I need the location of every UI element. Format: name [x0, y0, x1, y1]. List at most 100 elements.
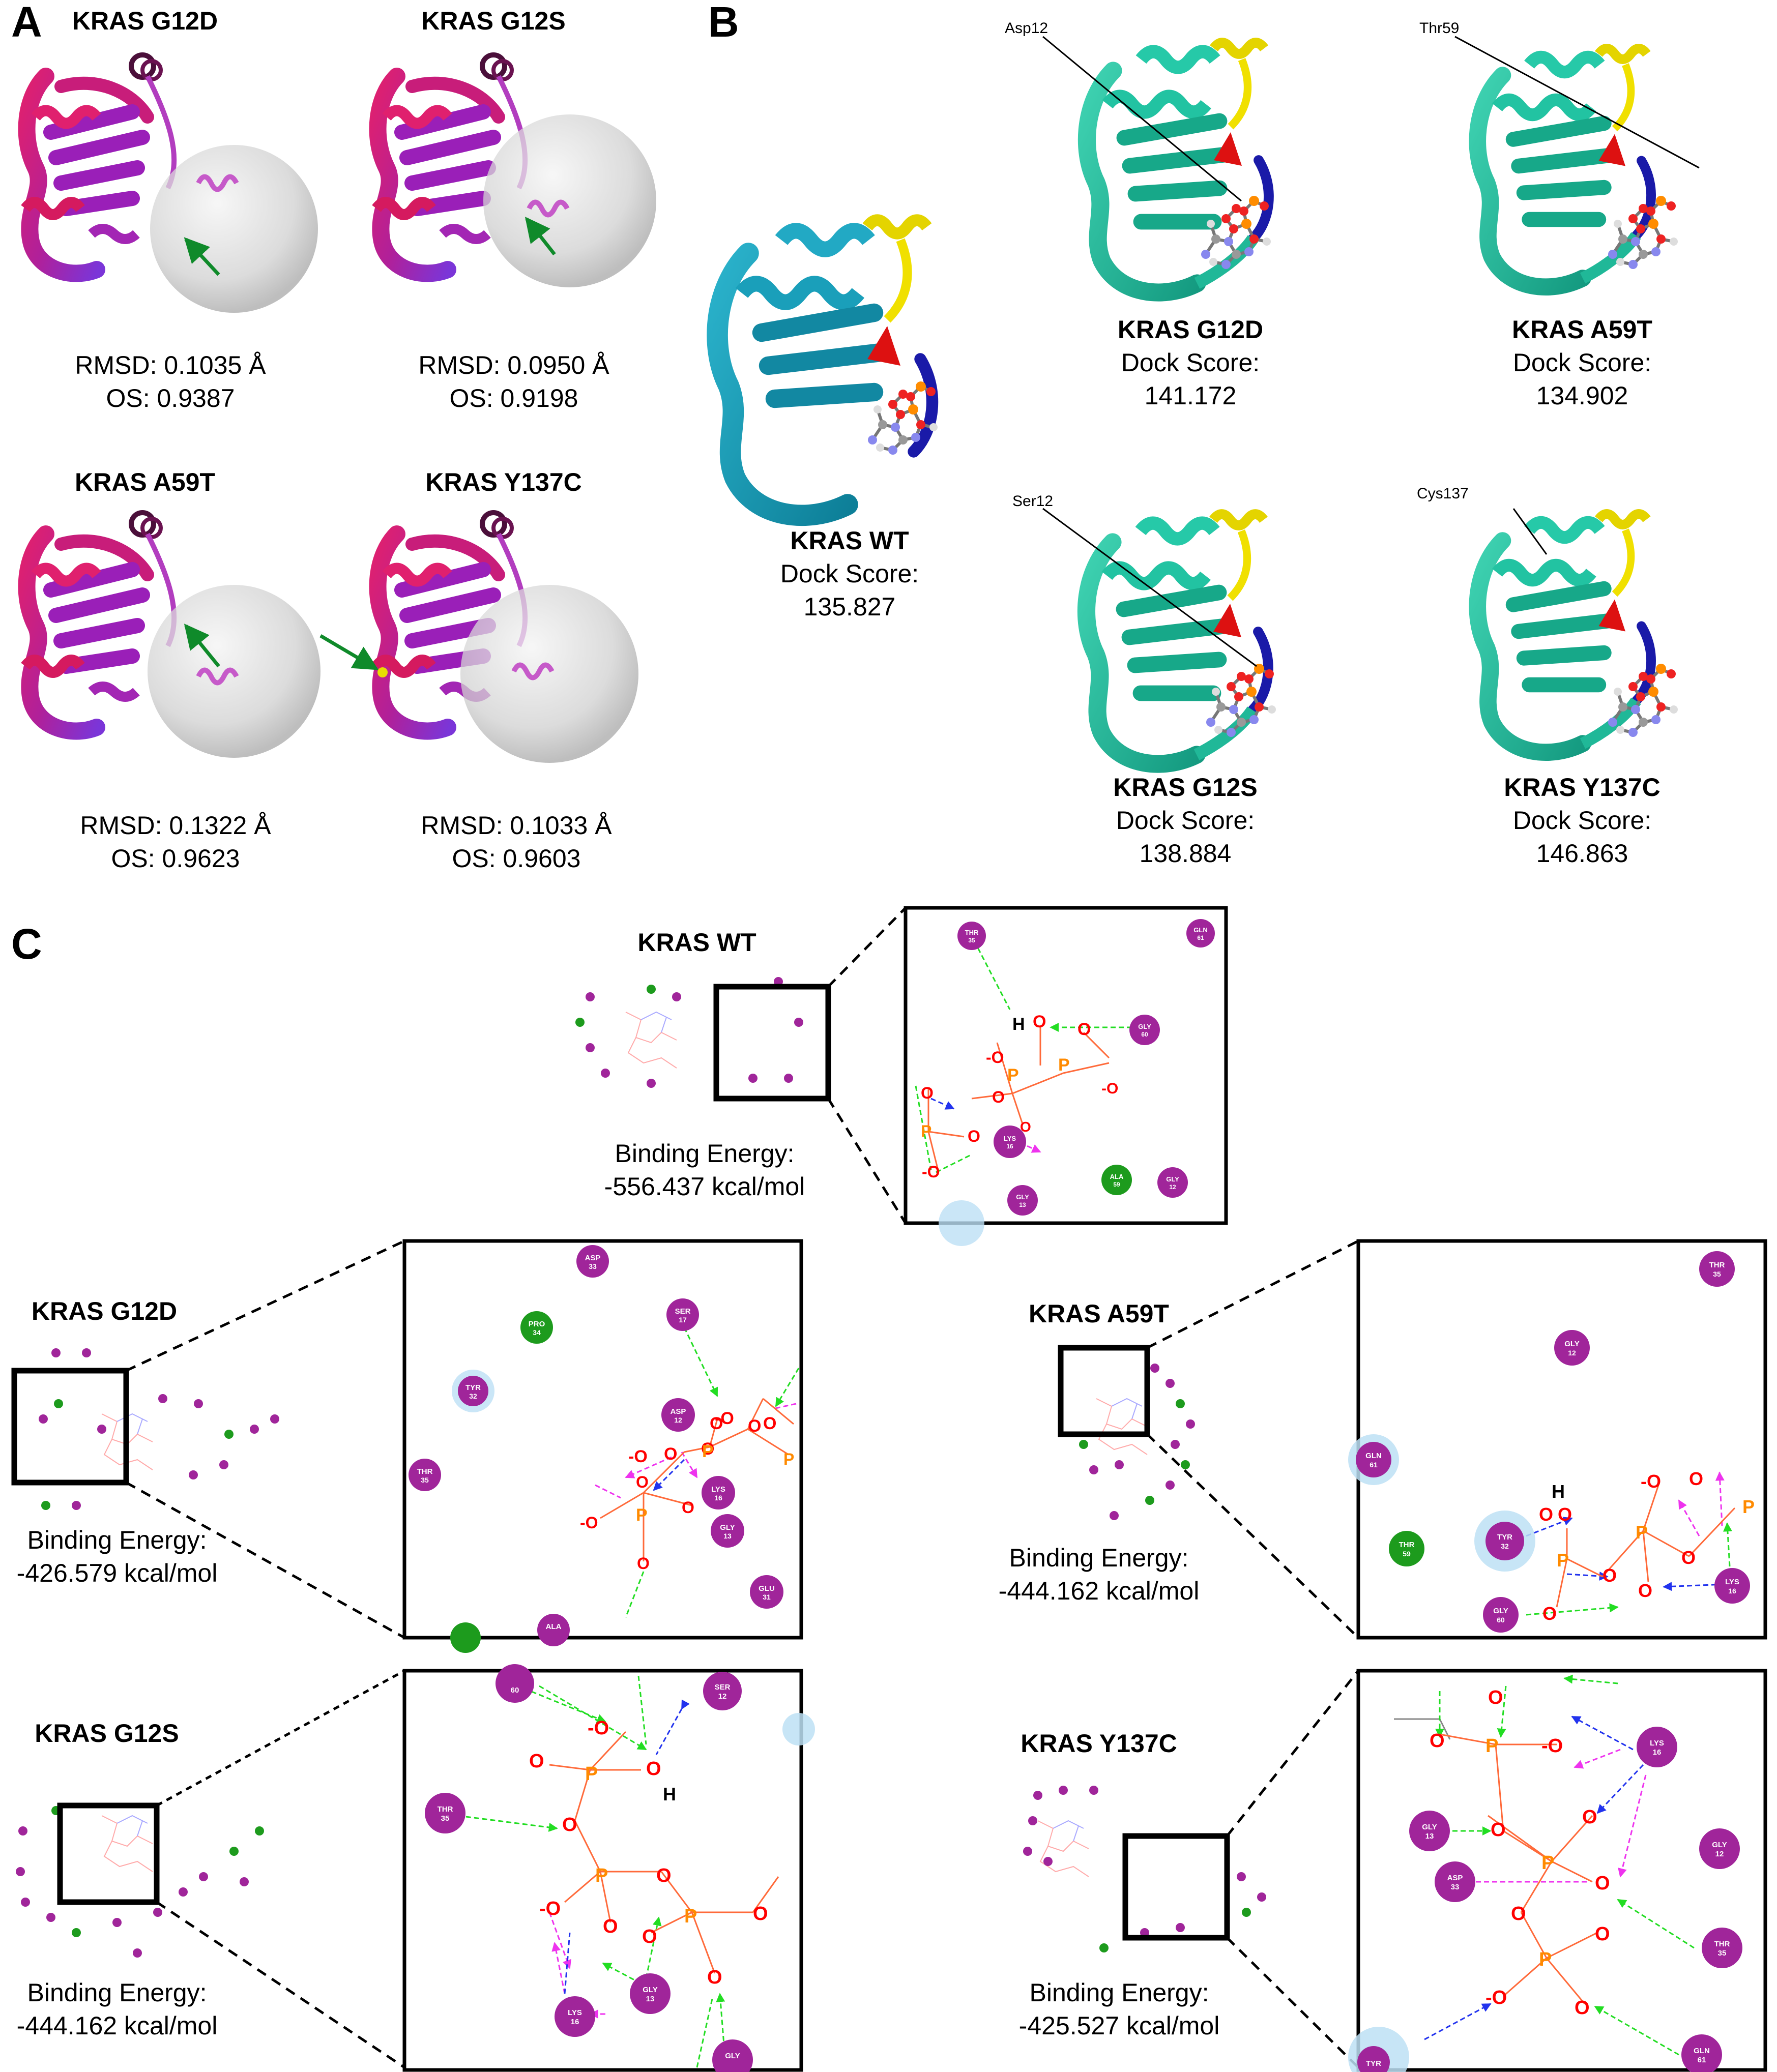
- residues: ASP 33 SER 17 PRO 34 TYR 32 ASP 12: [409, 1245, 783, 1653]
- residue-circle: [1157, 1167, 1188, 1198]
- residue-name: TYR: [1366, 2059, 1381, 2068]
- residue-name: LYS: [1650, 1739, 1664, 1748]
- phosphorus-atom: P: [1058, 1055, 1070, 1075]
- phosphorus-atom: P: [1541, 1852, 1554, 1874]
- residue-number: 16: [1006, 1143, 1013, 1150]
- phosphorus-atom: P: [1539, 1949, 1552, 1970]
- phosphorus-atom: P: [585, 1763, 598, 1785]
- residue-number: 12: [674, 1416, 682, 1424]
- residue-number: 61: [1698, 2056, 1706, 2064]
- helix-segment: [196, 174, 239, 192]
- oxygen-atom: O: [1077, 1020, 1091, 1039]
- oxygen-atom: O: [753, 1903, 768, 1925]
- protein-ribbon: [1087, 43, 1268, 292]
- residues: THR 35 GLY 12 GLN 61 TYR 32 THR 59: [1348, 1251, 1750, 1633]
- residue-name: THR: [1399, 1541, 1415, 1549]
- oxygen-atom: O: [1681, 1547, 1696, 1568]
- phosphorus-atom: P: [1007, 1065, 1019, 1085]
- residue-number: 61: [1197, 934, 1204, 941]
- phosphorus-atom: P: [921, 1122, 931, 1140]
- ligand-atoms: O P -O O O O P O O O P -O O: [1430, 1687, 1610, 2019]
- residue-name: ALA: [546, 1622, 562, 1631]
- mutation-site-label: Ser12: [1012, 493, 1053, 510]
- site-callout-line: [1512, 508, 1548, 555]
- residue-name: SER: [675, 1307, 691, 1316]
- os-value: OS: 0.9623: [111, 844, 240, 873]
- binding-site-sphere: [460, 585, 638, 763]
- ligand-bonds: [600, 1398, 794, 1561]
- residue-number: 32: [1501, 1542, 1509, 1550]
- residue-number: 16: [571, 2018, 579, 2026]
- interaction-overview: [1037, 1820, 1089, 1877]
- oxygen-atom: O: [603, 1916, 618, 1937]
- oxygen-atom: O: [642, 1926, 657, 1947]
- dock-score-label: Dock Score:: [1116, 806, 1255, 835]
- zoom-panel-g12d: O -O O O P O P -O O P -O O O O: [402, 1239, 803, 1653]
- helix-segment: [527, 199, 570, 218]
- binding-energy-label: Binding Energy:: [27, 1526, 207, 1554]
- binding-energy-value: -426.579 kcal/mol: [17, 1559, 218, 1587]
- residue-circle: [994, 1126, 1026, 1158]
- oxygen-atom: O: [992, 1088, 1005, 1106]
- residue-circle: [1186, 919, 1215, 948]
- residue-number: 35: [421, 1476, 429, 1484]
- oxygen-atom: O: [1595, 1923, 1610, 1945]
- residue-name: GLY: [725, 2052, 740, 2060]
- mutation-site-label: Thr59: [1419, 20, 1459, 37]
- residue-number: 60: [1497, 1616, 1505, 1624]
- oxygen-atom: O: [1558, 1504, 1572, 1525]
- rmsd-value: RMSD: 0.1035 Å: [75, 351, 266, 379]
- residue-name: THR: [1714, 1940, 1730, 1948]
- mutation-arrow: [319, 634, 379, 671]
- structure-title: KRAS A59T: [1512, 315, 1652, 344]
- oxygen-atom: O: [682, 1498, 694, 1517]
- residue-name: GLY: [1138, 1023, 1151, 1030]
- site-callout-line: [1454, 36, 1700, 169]
- structure-a-y137c: KRAS Y137C RMSD: 0.1033 Å OS: 0.9603: [319, 468, 638, 873]
- dock-score-label: Dock Score:: [1513, 806, 1651, 835]
- residue-name: ASP: [1447, 1874, 1463, 1882]
- panel-b: B KRAS WT Dock Score: 135.827 Asp12 KRA: [707, 0, 1700, 868]
- residue-number: 35: [441, 1814, 450, 1823]
- phosphorus-atom: P: [1636, 1522, 1648, 1543]
- structure-b-a59t: Thr59 KRAS A59T Dock Score: 134.902: [1419, 20, 1700, 410]
- protein-ribbon: [1477, 49, 1651, 287]
- residue-circle: [1129, 1015, 1160, 1045]
- rmsd-value: RMSD: 0.0950 Å: [418, 351, 609, 379]
- overview-residues: [575, 977, 803, 1088]
- zoom-connector: [1226, 1670, 1359, 1837]
- residues: THR 35 GLN 61 GLY 60 LYS 16 ALA 59 GLY: [939, 919, 1215, 1246]
- residue-name: PRO: [529, 1320, 545, 1328]
- residue-name: LYS: [568, 2008, 582, 2017]
- oxygen-atom: O: [1020, 1119, 1031, 1135]
- phosphorus-atom: P: [636, 1505, 648, 1525]
- oxygen-atom: O: [1430, 1730, 1445, 1752]
- residue-name: THR: [1709, 1261, 1725, 1269]
- residue-name: TYR: [465, 1383, 481, 1392]
- oxygen-atom: O: [1689, 1468, 1703, 1489]
- residue-number: 35: [1718, 1949, 1727, 1958]
- dock-score-value: 146.863: [1536, 839, 1628, 868]
- helix-segment: [196, 667, 239, 686]
- structure-title: KRAS Y137C: [425, 468, 582, 496]
- residue-number: 16: [1653, 1748, 1662, 1757]
- dock-score-value: 134.902: [1536, 381, 1628, 410]
- residue-number: 12: [1715, 1850, 1724, 1858]
- complex-title: KRAS WT: [637, 928, 756, 957]
- residue-name: GLY: [1493, 1607, 1508, 1615]
- residue-number: 31: [763, 1593, 771, 1601]
- mutation-arrow: [525, 217, 556, 256]
- protein-ribbon: [1477, 514, 1651, 753]
- binding-energy-label: Binding Energy:: [27, 1978, 207, 2007]
- zoom-connector: [827, 907, 907, 988]
- interaction-lines: [915, 931, 1132, 1173]
- structure-title: KRAS WT: [790, 526, 909, 555]
- ligand-atoms: H O O P O O O P -O O O P: [1539, 1468, 1755, 1624]
- oxygen-atom: O: [636, 1473, 649, 1491]
- ligand-bonds: [927, 1027, 1110, 1173]
- residue-circle: [957, 922, 986, 950]
- site-callout-line: [1042, 36, 1242, 202]
- residue-name: GLY: [1016, 1193, 1029, 1201]
- residue-number: 16: [714, 1494, 722, 1502]
- residue-name: GLY: [1712, 1841, 1727, 1849]
